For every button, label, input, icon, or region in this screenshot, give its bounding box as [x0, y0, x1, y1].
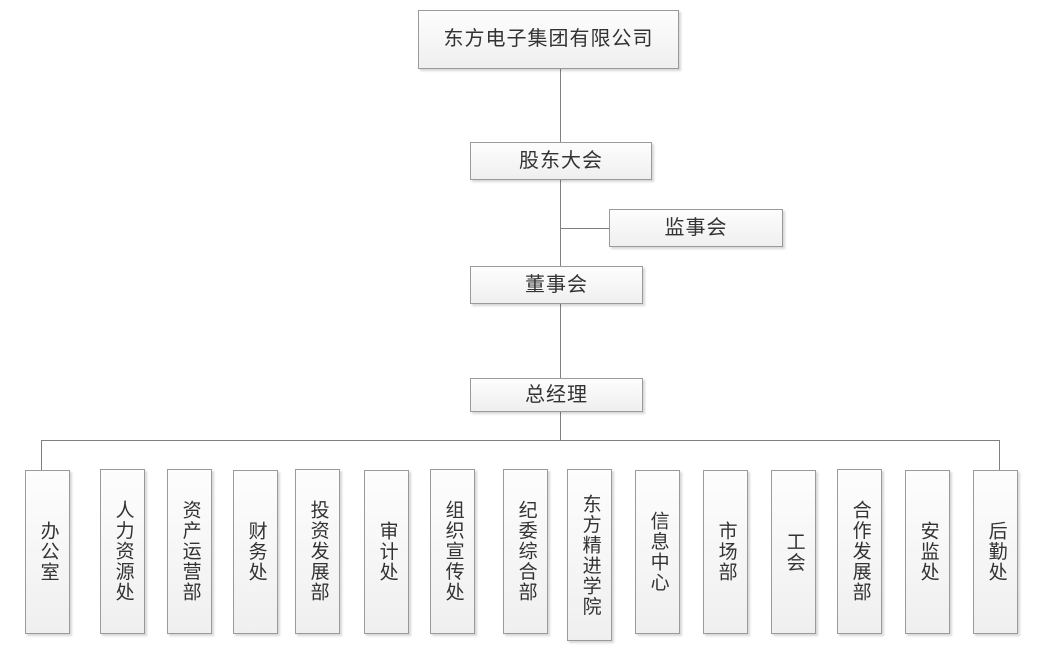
department-node-dongfang-academy[interactable]: 东方精进学院: [567, 469, 612, 641]
department-label: 市场部: [715, 521, 737, 583]
connector-bus-to-first-department: [41, 440, 42, 470]
department-node-office[interactable]: 办公室: [25, 470, 70, 634]
department-label: 投资发展部: [307, 500, 329, 603]
department-node-finance[interactable]: 财务处: [233, 470, 278, 634]
department-label: 资产运营部: [179, 500, 201, 603]
department-node-labor-union[interactable]: 工会: [771, 470, 816, 634]
department-node-marketing[interactable]: 市场部: [703, 470, 748, 634]
department-node-organization-publicity[interactable]: 组织宣传处: [430, 469, 475, 634]
node-board-of-directors[interactable]: 董事会: [470, 266, 643, 304]
department-label: 信息中心: [647, 511, 669, 593]
department-node-information-center[interactable]: 信息中心: [635, 470, 680, 634]
department-label: 东方精进学院: [579, 493, 601, 617]
node-company[interactable]: 东方电子集团有限公司: [418, 10, 679, 69]
department-node-investment-development[interactable]: 投资发展部: [295, 469, 340, 634]
connector-manager-to-bus: [560, 412, 561, 440]
department-label: 办公室: [37, 521, 59, 583]
department-node-human-resources[interactable]: 人力资源处: [100, 469, 145, 634]
connector-bus-to-last-department: [999, 440, 1000, 470]
connector-shareholders-to-board: [560, 180, 561, 266]
connector-board-to-manager: [560, 304, 561, 378]
node-shareholders-meeting-label: 股东大会: [519, 149, 603, 172]
department-label: 人力资源处: [112, 500, 134, 603]
department-node-logistics[interactable]: 后勤处: [973, 470, 1018, 634]
department-label: 审计处: [376, 521, 398, 583]
node-board-of-supervisors[interactable]: 监事会: [609, 209, 783, 247]
department-label: 合作发展部: [849, 500, 871, 603]
department-node-safety-supervision[interactable]: 安监处: [905, 470, 950, 634]
node-board-of-supervisors-label: 监事会: [664, 216, 728, 239]
node-general-manager-label: 总经理: [525, 383, 588, 406]
node-board-of-directors-label: 董事会: [525, 273, 588, 296]
node-general-manager[interactable]: 总经理: [470, 378, 643, 412]
department-label: 财务处: [245, 521, 267, 583]
department-label: 后勤处: [985, 521, 1007, 583]
connector-company-to-shareholders: [560, 69, 561, 142]
department-label: 安监处: [917, 521, 939, 583]
node-company-label: 东方电子集团有限公司: [443, 28, 654, 51]
department-node-discipline-inspection[interactable]: 纪委综合部: [503, 469, 548, 634]
department-node-audit[interactable]: 审计处: [364, 470, 409, 634]
department-label: 组织宣传处: [442, 500, 464, 603]
department-node-cooperation-development[interactable]: 合作发展部: [837, 469, 882, 634]
department-label: 纪委综合部: [515, 500, 537, 603]
node-shareholders-meeting[interactable]: 股东大会: [470, 142, 652, 180]
department-distribution-bus: [41, 440, 1000, 441]
department-node-asset-operations[interactable]: 资产运营部: [167, 469, 212, 634]
department-label: 工会: [783, 531, 805, 573]
connector-branch-to-supervisors: [560, 228, 609, 229]
